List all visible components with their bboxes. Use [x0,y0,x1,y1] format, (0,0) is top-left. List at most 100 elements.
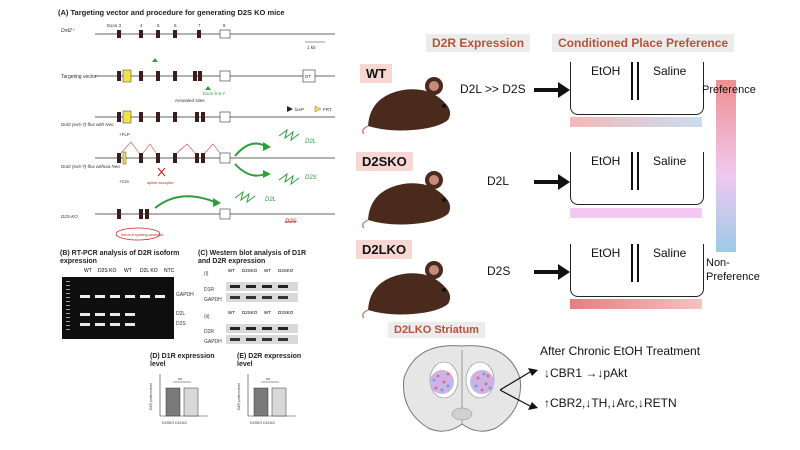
expr-d2lko: D2S [487,264,511,278]
d1r-bar-chart: D1R protein level ns D2SKO D2LKO [149,374,208,425]
exon8-label: 8 [223,23,226,28]
wb-gapdh-strip-i [226,293,298,302]
loxp-label: loxP [295,107,304,112]
striatum-header: D2LKO Striatum [388,322,485,338]
wb-lane-labels-i: WT D2SKO WT D2SKO [228,268,308,278]
cpp-header: Conditioned Place Preference [552,34,735,52]
wb-d2r-strip [226,324,298,333]
etoh-label: EtOH [591,154,621,168]
d2r-ns: ns [266,376,270,381]
panel-a-title: (A) Targeting vector and procedure for g… [58,8,285,17]
mouse-wt-icon [361,77,451,135]
panel-d-title: (D) D1R expression level [150,353,215,368]
scale-top-label: Preference [702,84,756,96]
d2r-bar-d2lko [271,387,287,417]
d1r-bar-d2sko [165,387,181,417]
row2-label: Targeting vector [61,74,97,80]
arrow-right-icon [534,264,570,280]
lane-label: D2SKO [242,310,258,315]
scale-bottom-label: Non- Preference [706,257,760,283]
etoh-label: EtOH [591,246,621,260]
d1r-xlabels: D2SKO D2LKO [162,421,187,425]
expr-wt: D2L >> D2S [460,82,526,96]
intron-label: Intron 6 splicing acceptor [121,233,164,237]
saline-label: Saline [653,64,687,78]
lane-label: WT [264,268,271,273]
d2s-struck-label: D2S [285,219,297,225]
panel-b-title: (B) RT-PCR analysis of D2R isoform expre… [60,250,180,265]
row-d2r: D2R [204,329,215,335]
lane-label: WT [84,268,92,274]
lane-label: D2SKO [278,310,294,315]
cre-label: +Cre [119,179,129,184]
d1r-bar-d2lko [183,387,199,417]
rtpcr-lane-labels: WT D2S KO WT D2L KO NTC [84,268,194,276]
band-d2s: D2S [176,321,186,327]
saline-label: Saline [653,154,687,168]
lane-label: D2L KO [140,268,158,274]
row-gapdh-ii: GAPDH [204,339,222,345]
d2l-label: D2L [305,139,316,145]
scale-label: 1 kb [307,45,316,50]
annealed-label: Annealed sites [175,98,205,103]
lane-label: WT [264,310,271,315]
exon3-label: Exon 3 [107,23,122,28]
sub-i-label: (i) [204,271,209,277]
d2s-label: D2S [305,175,317,181]
expr-d2sko: D2L [487,174,510,188]
lane-label: D2S KO [98,268,117,274]
targeting-diagram: Drd2⁺ Exon 3 4 5 6 7 8 1 kb Targeting ve… [61,23,335,241]
rtpcr-gel [62,277,174,339]
sub-ii-label: (ii) [204,314,210,320]
panel-e-title: (E) D2R expression level [237,353,302,368]
flp-label: +FLP [119,132,130,137]
tag-d2lko: D2LKO [356,240,413,259]
preference-scale-bar [716,80,736,252]
cpp-box-wt: EtOH Saline [570,62,704,115]
effect-line-2: ↑CBR2,↓TH,↓Arc,↓RETN [544,396,677,410]
saline-label: Saline [653,246,687,260]
exon5-label: 5 [157,23,160,28]
preference-bar-d2sko [570,208,702,218]
exon-567-label: Exon 5-6-7 [203,91,226,96]
expression-header: D2R Expression [426,34,531,52]
exon6-label: 6 [174,23,177,28]
band-d2l: D2L [176,311,186,317]
d2l-label-2: D2L [265,197,276,203]
lane-label: D2SKO [278,268,294,273]
cpp-box-d2lko: EtOH Saline [570,244,704,297]
dt-label: DT [305,74,311,79]
lane-label: WT [228,310,235,315]
row5-label: D2S-KO [61,214,78,219]
row-d1r: D1R [204,287,215,293]
d2r-ylabel: D2R protein level [237,383,241,410]
arrow-right-icon [534,82,570,98]
d1r-ylabel: D1R protein level [149,383,153,410]
d2r-bar-d2sko [253,387,269,417]
row4-label: Drd2 (ex5-7)-flox without Neo [61,164,120,169]
chronic-label: After Chronic EtOH Treatment [540,344,701,358]
d2r-bar-chart: D2R protein level ns D2SKO D2LKO [237,374,296,425]
exon4-label: 4 [140,23,143,28]
effect-line-1: ↓CBR1 →↓pAkt [544,366,628,380]
lane-label: WT [228,268,235,273]
d2r-xlabels: D2SKO D2LKO [250,421,275,425]
wb-lane-labels-ii: WT D2SKO WT D2SKO [228,310,308,320]
frt-label: FRT [323,107,332,112]
row-gapdh-i: GAPDH [204,297,222,303]
band-gapdh: GAPDH [176,292,194,298]
splice-acceptor-label: splice acceptor [147,180,174,185]
preference-bar-d2lko [570,299,702,309]
branch-arrows-icon [500,368,538,410]
cpp-box-d2sko: EtOH Saline [570,152,704,205]
arrow-right-icon [534,174,570,190]
lane-label: NTC [164,268,175,274]
lane-label: WT [124,268,132,274]
wb-d1r-strip [226,282,298,291]
tag-d2sko: D2SKO [356,152,413,171]
brain-section-icon [403,345,521,432]
tag-wt: WT [360,64,393,83]
exon7-label: 7 [198,23,201,28]
wb-gapdh-strip-ii [226,335,298,344]
mouse-d2lko-icon [361,261,451,319]
